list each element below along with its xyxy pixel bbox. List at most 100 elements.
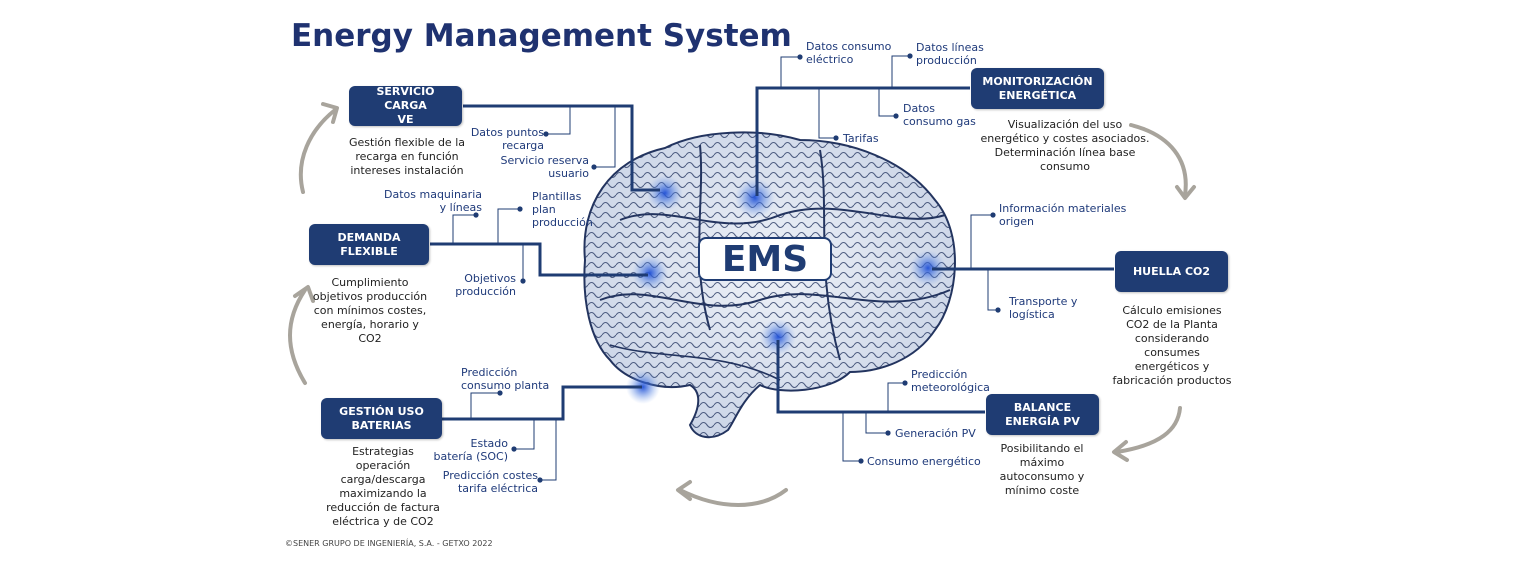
footer-copyright: ©SENER GRUPO DE INGENIERÍA, S.A. - GETXO… — [285, 539, 493, 548]
label-line: origen — [999, 215, 1035, 228]
desc-line: Gestión flexible de la — [348, 136, 465, 149]
desc-line: Cumplimiento — [331, 276, 409, 289]
arrow-bottom-left — [678, 488, 788, 507]
arrow-up-left-bottom — [288, 288, 307, 385]
module-title-line1: HUELLA CO2 — [1132, 264, 1211, 278]
module-title-line1: GESTIÓN USO — [339, 404, 424, 418]
dot-consumo-energ — [858, 458, 864, 464]
label-line: meteorológica — [911, 381, 990, 394]
label-line: consumo planta — [461, 379, 550, 392]
input-dots — [473, 53, 1001, 483]
desc-line: intereses instalación — [350, 164, 464, 177]
desc-line: operación — [355, 459, 411, 472]
label-line: Datos líneas — [916, 41, 984, 54]
dot-maquinaria — [473, 212, 479, 218]
module-title-line2: ENERGÍA PV — [1005, 414, 1080, 428]
desc-line: reducción de factura — [326, 501, 440, 514]
desc-line: energía, horario y — [321, 318, 419, 331]
label-line: producción — [916, 54, 977, 67]
label-line: producción — [532, 216, 593, 229]
dot-objetivos — [520, 278, 526, 284]
label-line: Consumo energético — [867, 455, 981, 468]
desc-line: energéticos y — [1134, 360, 1210, 373]
module-title-line1: SERVICIO CARGA — [376, 85, 435, 112]
dot-pred-costes — [537, 477, 543, 483]
label-line: tarifa eléctrica — [457, 482, 538, 495]
dot-lineas-prod — [907, 53, 913, 59]
label-line: producción — [455, 285, 516, 298]
dot-consumo-elec — [797, 54, 803, 60]
input-brackets — [452, 55, 998, 481]
dot-pred-consumo — [497, 390, 503, 396]
module-title-line2: VE — [397, 113, 414, 126]
desc-line: maximizando la — [339, 487, 427, 500]
dot-pred-meteo — [902, 380, 908, 386]
dot-materiales — [990, 212, 996, 218]
cycle-arrows — [288, 102, 1196, 507]
desc-line: Estrategias — [352, 445, 414, 458]
dot-tarifas — [833, 135, 839, 141]
dot-reserva — [591, 164, 597, 170]
label-line: Datos consumo — [806, 40, 892, 53]
dot-estado — [511, 446, 517, 452]
ems-center-label: EMS — [698, 237, 832, 281]
input-generacion-pv: Generación PV — [895, 427, 976, 440]
label-line: Datos puntos — [470, 126, 544, 139]
label-line: eléctrico — [806, 53, 854, 66]
label-line: logística — [1009, 308, 1055, 321]
desc-line: consumo — [1040, 160, 1090, 173]
module-title-line1: DEMANDA — [337, 230, 401, 244]
input-tarifas: Tarifas — [843, 132, 879, 145]
dot-puntos — [543, 131, 549, 137]
module-title-line2: FLEXIBLE — [340, 244, 398, 258]
label-line: Generación PV — [895, 427, 976, 440]
desc-line: máximo — [1019, 456, 1065, 469]
label-line: Objetivos — [464, 272, 516, 285]
label-line: Servicio reserva — [500, 154, 590, 167]
label-line: consumo gas — [903, 115, 976, 128]
arrow-down-right-bottom — [1115, 406, 1182, 454]
desc-line: Visualización del uso — [1007, 118, 1123, 131]
label-line: Tarifas — [843, 132, 879, 145]
label-line: Datos maquinaria — [384, 188, 482, 201]
desc-line: energético y costes asociados. — [980, 132, 1150, 145]
desc-line: CO2 de la Planta — [1126, 318, 1218, 331]
dot-plantillas — [517, 206, 523, 212]
desc-line: objetivos producción — [312, 290, 428, 303]
module-huella-co2: HUELLA CO2 — [1115, 251, 1228, 292]
desc-line: recarga en función — [355, 150, 459, 163]
desc-line: Posibilitando el — [1000, 442, 1084, 455]
arrow-up-left-top — [298, 108, 337, 194]
desc-line: CO2 — [358, 332, 382, 345]
desc-line: considerando — [1134, 332, 1210, 345]
label-line: Información materiales — [999, 202, 1127, 215]
desc-line: Determinación línea base — [994, 146, 1136, 159]
desc-line: mínimo coste — [1004, 484, 1080, 497]
input-consumo-energetico: Consumo energético — [867, 455, 981, 468]
desc-line: con mínimos costes, — [313, 304, 427, 317]
desc-line: autoconsumo y — [999, 470, 1085, 483]
label-line: Datos — [903, 102, 935, 115]
label-line: Estado — [470, 437, 508, 450]
